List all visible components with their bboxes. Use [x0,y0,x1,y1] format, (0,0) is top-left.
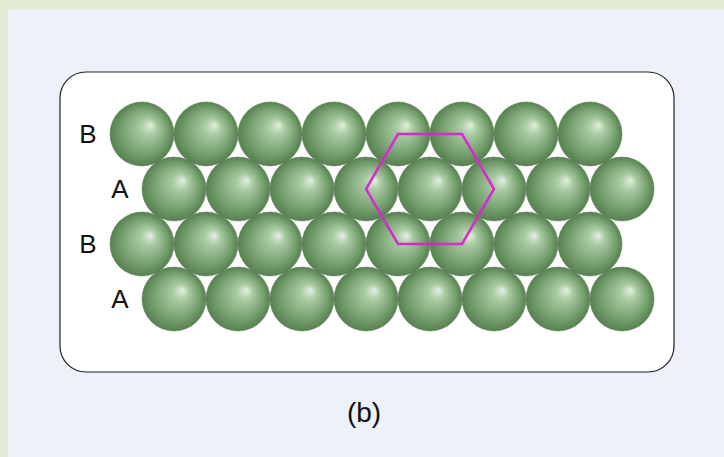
sphere [494,102,558,166]
sphere [142,157,206,221]
sphere [110,102,174,166]
sphere [302,102,366,166]
sphere [270,157,334,221]
sphere [174,102,238,166]
layer-label: B [79,121,96,147]
sphere [590,267,654,331]
sphere [526,267,590,331]
panel-caption: (b) [347,399,381,427]
sphere [590,157,654,221]
sphere [462,267,526,331]
sphere [526,157,590,221]
sphere [206,157,270,221]
sphere [558,102,622,166]
sphere [270,267,334,331]
sphere [238,212,302,276]
sphere [142,267,206,331]
sphere [110,212,174,276]
hexagon-outline [366,134,494,244]
panel-frame [60,72,674,372]
layer-label: A [111,286,128,312]
sphere [494,212,558,276]
sphere [206,267,270,331]
page-ground [8,10,724,457]
sphere [398,267,462,331]
sphere [302,212,366,276]
sphere-layers [110,102,654,331]
sphere [558,212,622,276]
sphere [238,102,302,166]
layer-label: B [79,231,96,257]
sphere [174,212,238,276]
sphere [398,157,462,221]
layer-label: A [111,176,128,202]
sphere [334,267,398,331]
